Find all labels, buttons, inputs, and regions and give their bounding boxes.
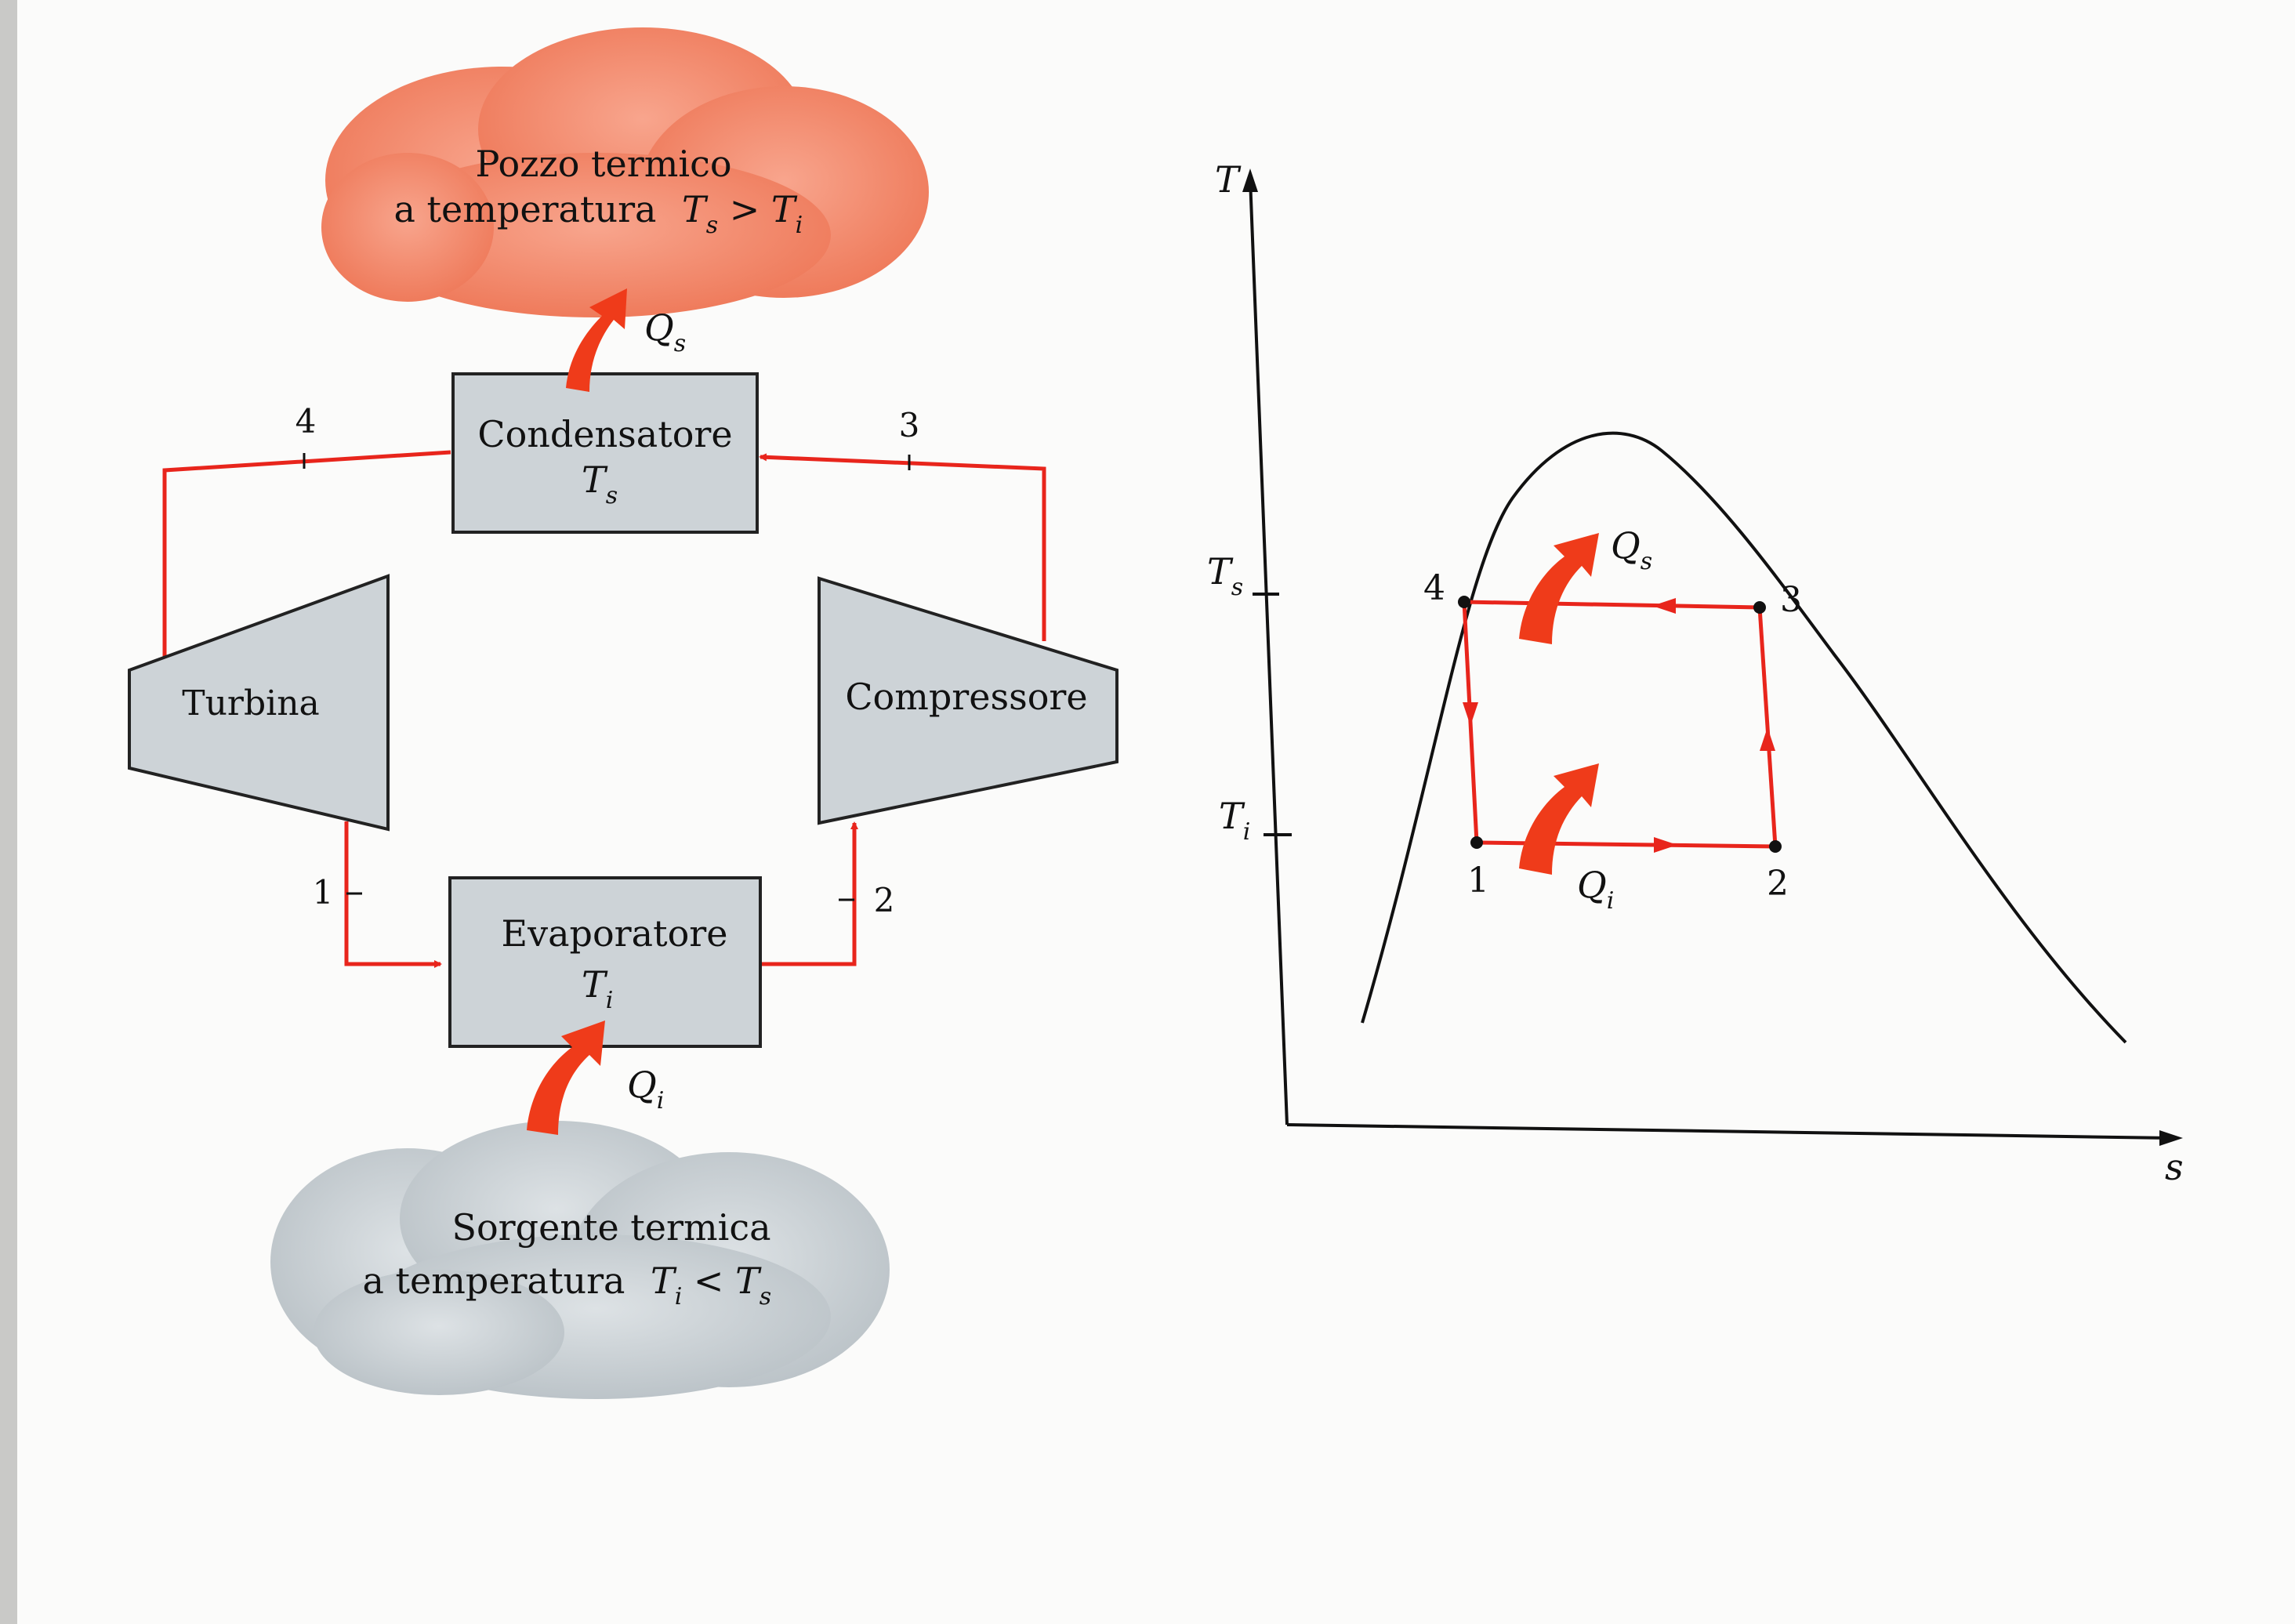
cycle-leg-3-4 xyxy=(1463,600,1760,610)
condenser-label: Condensatore xyxy=(477,413,732,455)
evaporator-box: Evaporatore Ti xyxy=(448,876,762,1048)
hot-reservoir-line2: a temperatura xyxy=(394,188,657,230)
cold-reservoir-line2: a temperatura xyxy=(363,1260,625,1302)
ts-state-label-1: 1 xyxy=(1467,861,1489,901)
state-label-2: 2 xyxy=(874,881,895,919)
condenser-box: Condensatore Ts xyxy=(451,372,759,534)
heat-in-label: Qi xyxy=(627,1064,664,1115)
cycle-schematic: Pozzo termico a temperatura Ts > Ti Sorg… xyxy=(128,27,1118,1399)
refrigerant-flow-lines xyxy=(161,450,1046,968)
ts-state-label-4: 4 xyxy=(1423,568,1445,608)
heat-out-label: Qs xyxy=(644,306,686,357)
cycle-leg-2-3 xyxy=(1757,607,1778,847)
ts-heat-in-arrow-icon: Qi xyxy=(1519,763,1614,915)
ts-diagram: T s Ts Ti 4 3 1 2 xyxy=(1207,158,2184,1188)
flow-line-3 xyxy=(759,453,1046,641)
tick-label-ts: Ts xyxy=(1207,550,1243,601)
page-edge xyxy=(0,0,17,1624)
state-label-4: 4 xyxy=(295,402,317,440)
state-label-1: 1 xyxy=(313,873,334,912)
cycle-leg-1-2 xyxy=(1476,840,1776,849)
x-axis xyxy=(1286,1123,2172,1140)
direction-arrow-icon xyxy=(1654,837,1677,853)
turbine: Turbina xyxy=(128,574,390,832)
evaporator-label: Evaporatore xyxy=(502,912,728,955)
cycle-path xyxy=(1462,598,1778,853)
compressor: Compressore xyxy=(818,576,1118,825)
ts-heat-out-arrow-icon: Qs xyxy=(1519,524,1652,644)
ts-heat-in-label: Qi xyxy=(1577,864,1614,915)
state-points: 4 3 1 2 xyxy=(1423,568,1802,904)
state-point-2 xyxy=(1769,840,1782,853)
compressor-label: Compressore xyxy=(845,676,1087,718)
y-axis xyxy=(1249,178,1289,1126)
state-label-3: 3 xyxy=(899,406,920,444)
hot-reservoir-cloud: Pozzo termico a temperatura Ts > Ti xyxy=(321,27,929,317)
hot-reservoir-line1: Pozzo termico xyxy=(475,143,731,185)
cold-reservoir-cloud: Sorgente termica a temperatura Ti < Ts xyxy=(270,1121,890,1399)
state-point-1 xyxy=(1470,836,1483,849)
direction-arrow-icon xyxy=(1463,702,1478,726)
state-point-3 xyxy=(1753,601,1766,614)
direction-arrow-icon xyxy=(1760,727,1775,751)
flow-line-4 xyxy=(161,450,451,672)
tick-label-ti: Ti xyxy=(1219,795,1250,846)
y-axis-arrowhead-icon xyxy=(1242,169,1258,192)
ts-state-label-3: 3 xyxy=(1780,580,1802,620)
flow-line-1 xyxy=(344,821,442,968)
state-point-4 xyxy=(1458,596,1470,608)
cold-reservoir-line1: Sorgente termica xyxy=(451,1206,770,1249)
saturation-dome xyxy=(1361,431,2127,1044)
x-axis-arrowhead-icon xyxy=(2159,1130,2183,1146)
ts-state-label-2: 2 xyxy=(1767,864,1789,904)
turbine-label: Turbina xyxy=(182,683,320,723)
x-axis-label: s xyxy=(2165,1146,2184,1188)
direction-arrow-icon xyxy=(1652,598,1676,614)
y-axis-label: T xyxy=(1215,158,1242,201)
ts-heat-out-label: Qs xyxy=(1611,524,1652,575)
flow-line-2 xyxy=(759,821,858,966)
